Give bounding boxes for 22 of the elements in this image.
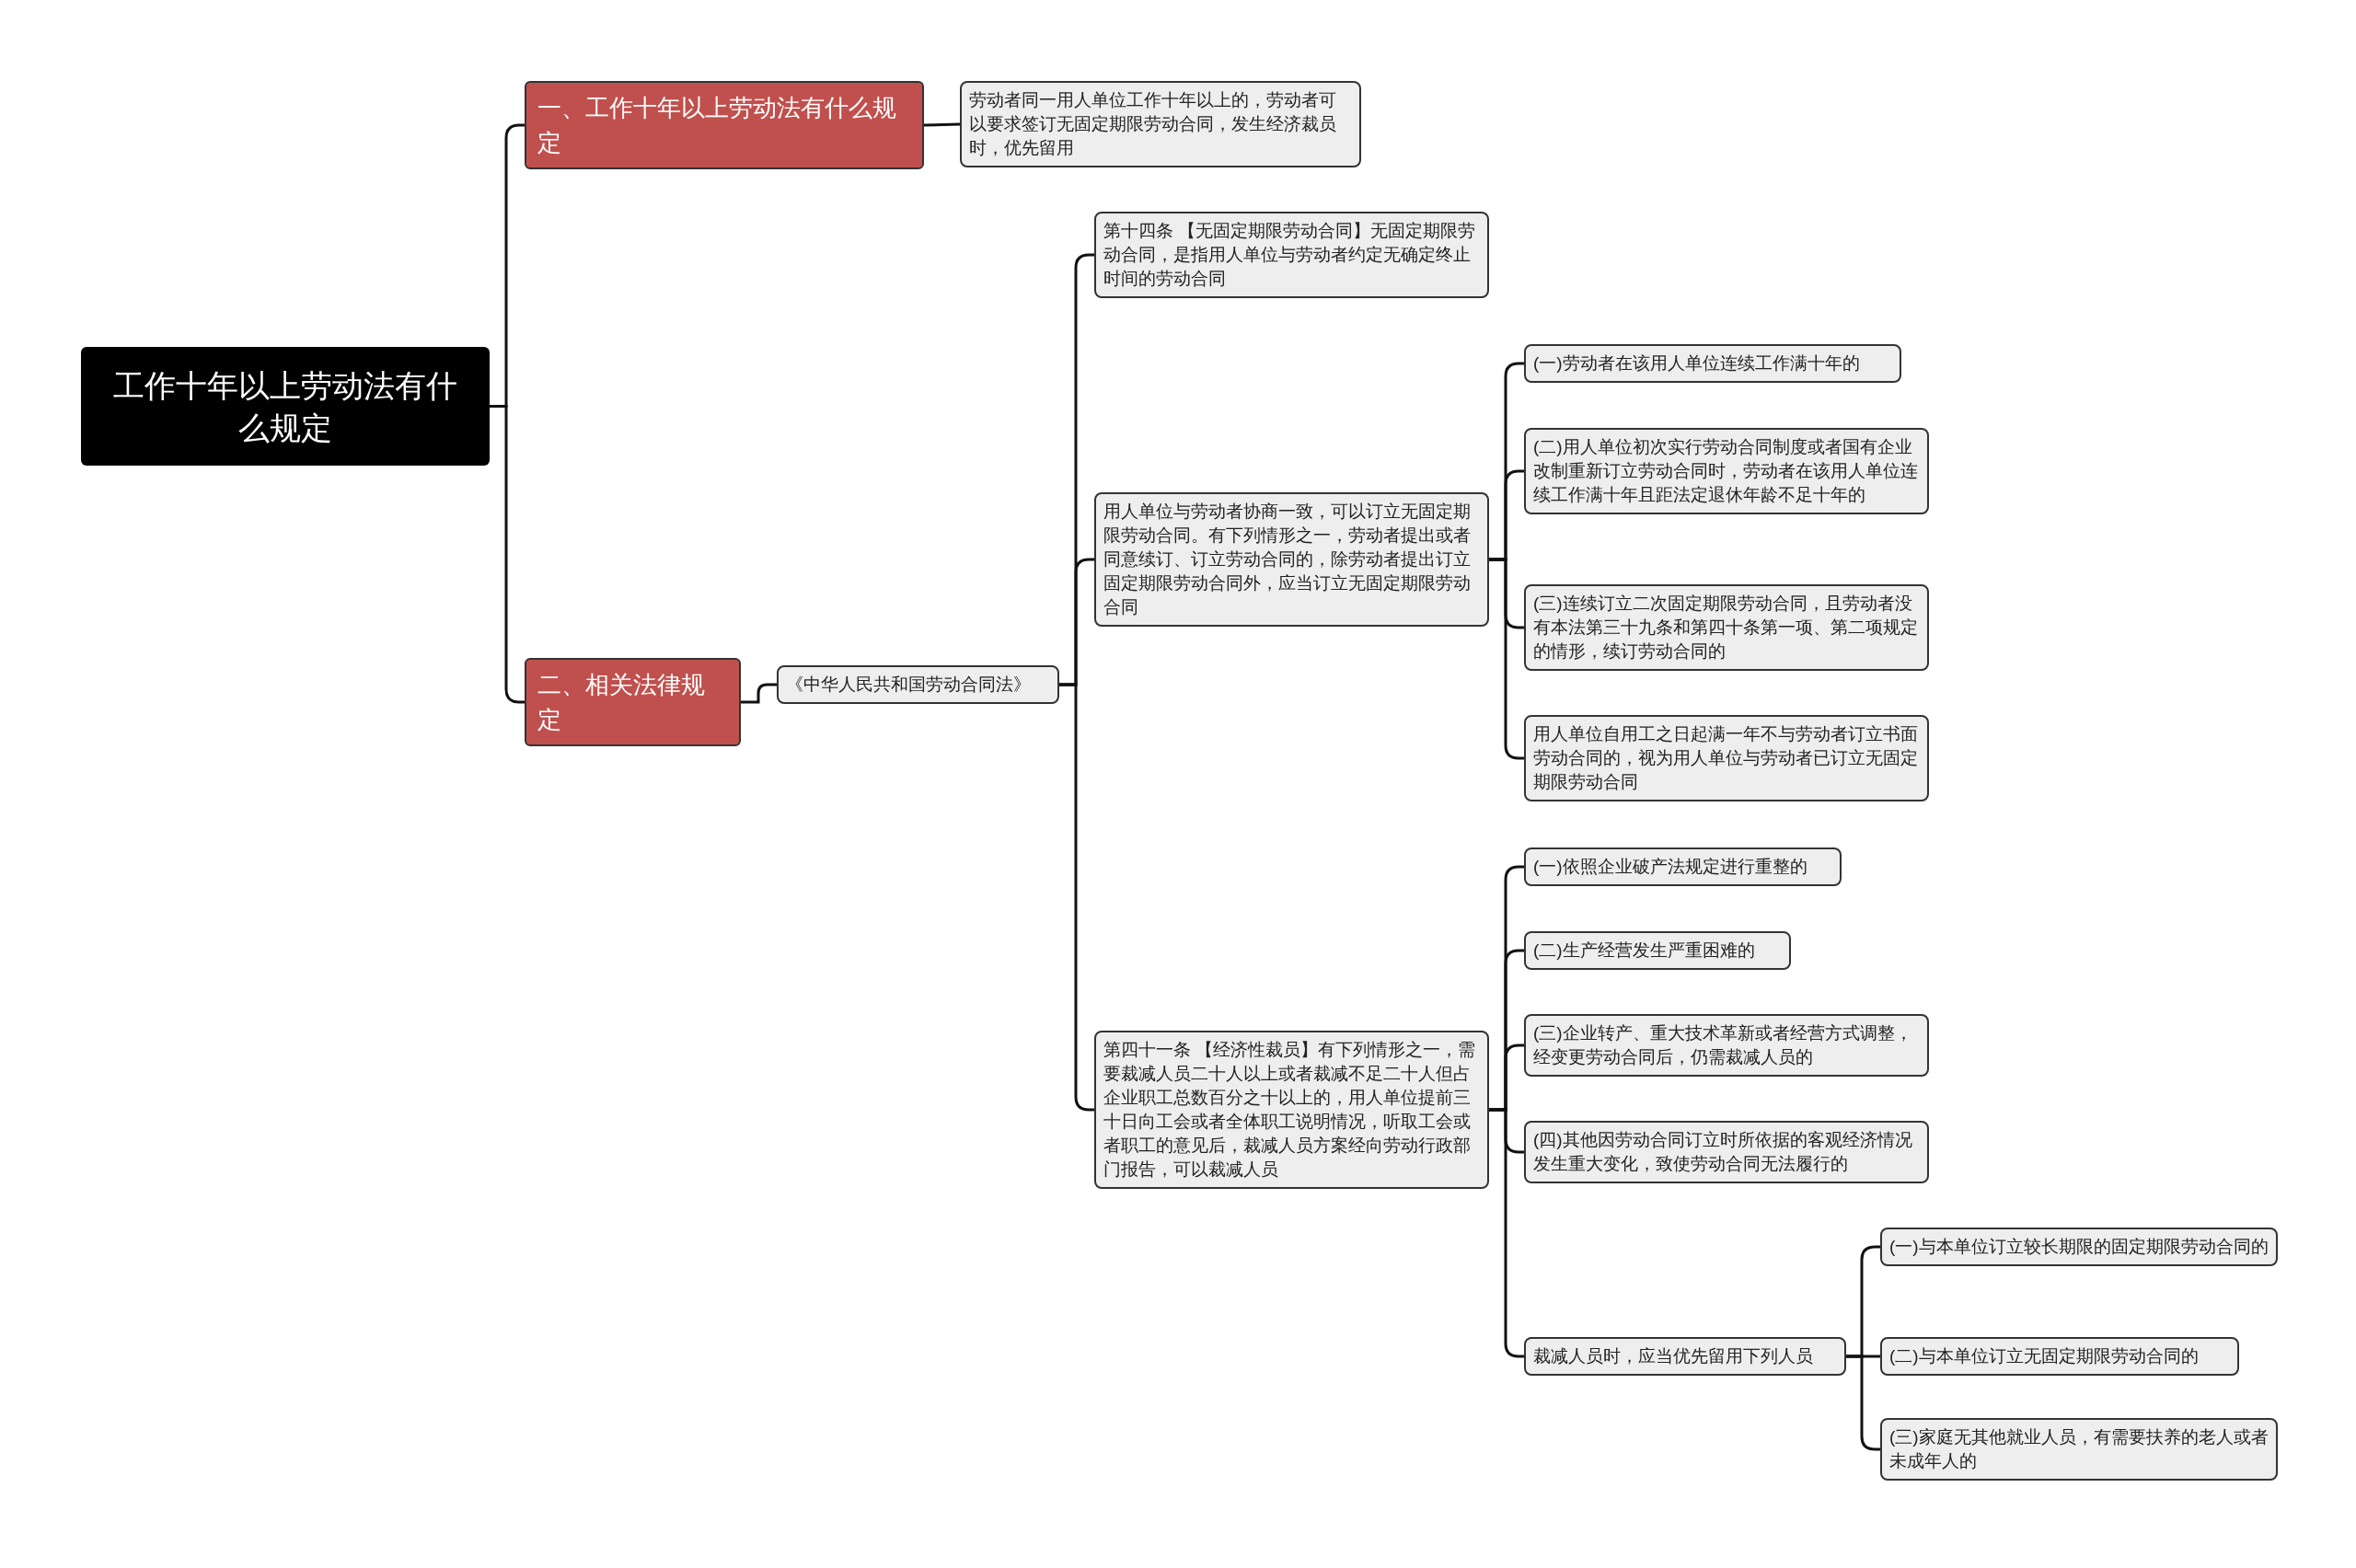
subtopic-box: (三)家庭无其他就业人员，有需要扶养的老人或者未成年人的 (1880, 1418, 2278, 1481)
connector-line (741, 683, 777, 704)
subtopic-box: 第十四条 【无固定期限劳动合同】无固定期限劳动合同，是指用人单位与劳动者约定无确定终止时间的劳动合同 (1094, 212, 1489, 298)
subtopic-box: (二)生产经营发生严重困难的 (1524, 931, 1791, 970)
subtopic-box: (二)用人单位初次实行劳动合同制度或者国有企业改制重新订立劳动合同时，劳动者在该用人单位连续工作满十年且距法定退休年龄不足十年的 (1524, 428, 1929, 514)
subtopic-box: (一)与本单位订立较长期限的固定期限劳动合同的 (1880, 1228, 2278, 1266)
subtopic-box: (四)其他因劳动合同订立时所依据的客观经济情况发生重大变化，致使劳动合同无法履行的 (1524, 1121, 1929, 1183)
subtopic-box: 裁减人员时，应当优先留用下列人员 (1524, 1337, 1846, 1376)
subtopic-box: 第四十一条 【经济性裁员】有下列情形之一，需要裁减人员二十人以上或者裁减不足二十人但占企业职工总数百分之十以上的，用人单位提前三十日向工会或者全体职工说明情况，听取工会或者职工的意见后，裁减人员方案经向劳动行政部门报告，可以裁减人员 (1094, 1031, 1489, 1189)
root-topic: 工作十年以上劳动法有什么规定 (81, 347, 490, 466)
connector-line (923, 122, 961, 127)
branch-topic: 二、相关法律规定 (525, 658, 741, 746)
branch-topic: 一、工作十年以上劳动法有什么规定 (525, 81, 924, 169)
subtopic-box: (二)与本单位订立无固定期限劳动合同的 (1880, 1337, 2239, 1376)
subtopic-box: 劳动者同一用人单位工作十年以上的，劳动者可以要求签订无固定期限劳动合同，发生经济裁员时，优先留用 (960, 81, 1361, 167)
subtopic-box: (三)连续订立二次固定期限劳动合同，且劳动者没有本法第三十九条和第四十条第一项、第二项规定的情形，续订劳动合同的 (1524, 584, 1929, 671)
subtopic-box: (三)企业转产、重大技术革新或者经营方式调整，经变更劳动合同后，仍需裁减人员的 (1524, 1014, 1929, 1077)
subtopic-box: 用人单位与劳动者协商一致，可以订立无固定期限劳动合同。有下列情形之一，劳动者提出或者同意续订、订立劳动合同的，除劳动者提出订立固定期限劳动合同外，应当订立无固定期限劳动合同 (1094, 492, 1489, 627)
subtopic-box: 《中华人民共和国劳动合同法》 (777, 665, 1059, 704)
subtopic-box: (一)依照企业破产法规定进行重整的 (1524, 847, 1842, 886)
subtopic-box: 用人单位自用工之日起满一年不与劳动者订立书面劳动合同的，视为用人单位与劳动者已订立无固定期限劳动合同 (1524, 715, 1929, 801)
subtopic-box: (一)劳动者在该用人单位连续工作满十年的 (1524, 344, 1901, 383)
